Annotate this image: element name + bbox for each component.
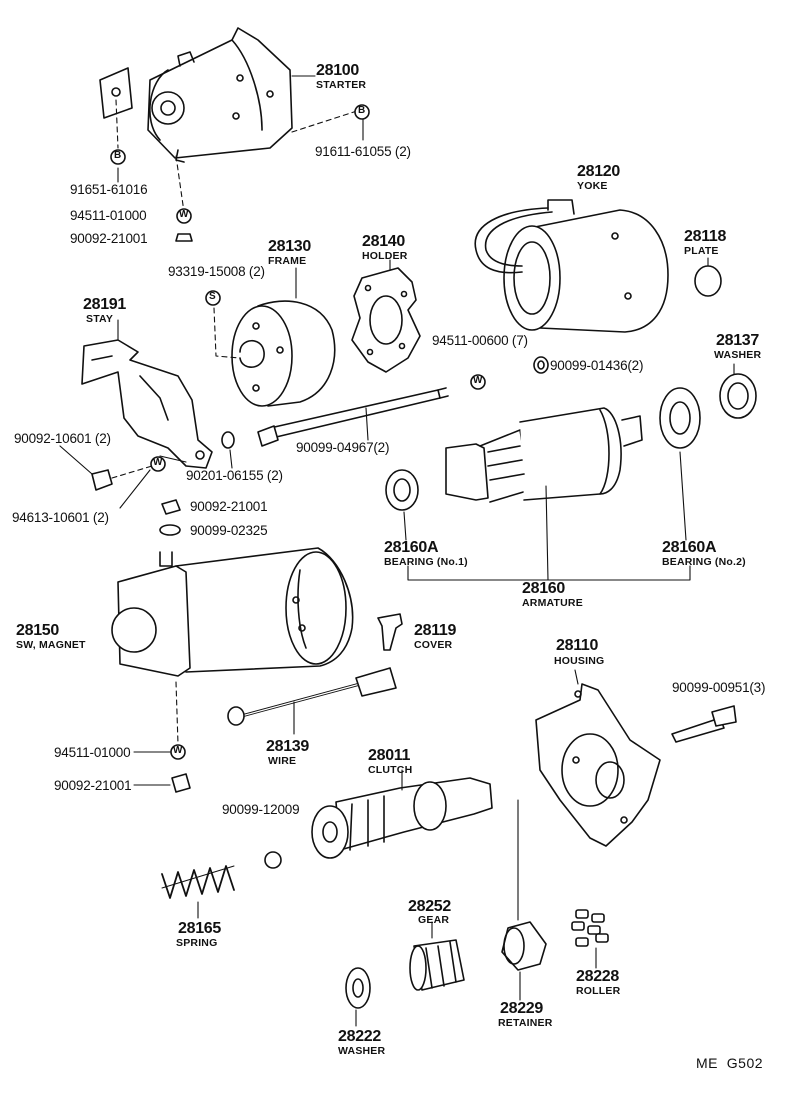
stay-fasteners [59,445,187,509]
roller-name: ROLLER [576,985,621,997]
leader-lines-top [115,99,361,213]
screw-s-code: 93319-15008 (2) [168,264,265,279]
b-markers [110,104,370,165]
diagram-code: ME G502 [696,1055,764,1071]
roller-parts [571,909,609,969]
w-marker-top: W [179,209,189,220]
retainer-part [501,799,547,1001]
w-marker-mid: W [473,375,483,386]
washer-icon [221,431,235,449]
plate-part [694,265,722,297]
through-bolt-part [257,387,449,447]
sw-magnet-name: SW, MAGNET [16,639,86,651]
housing-number: 28110 [556,637,599,654]
bearing-1-icon [385,469,419,511]
cover-name: COVER [414,639,453,651]
b-bolt-right-code: 91611-61055 (2) [315,144,411,159]
armature-number: 28160 [522,580,565,597]
nut-1-code: 90092-21001 [70,231,148,246]
bearing-2-name: BEARING (No.2) [662,556,746,568]
o-ring-icon [533,356,549,374]
housing-bolt-icon [671,717,725,743]
yoke-number: 28120 [577,163,620,180]
s-marker: S [209,291,216,302]
housing-name: HOUSING [554,655,605,667]
spring-name: SPRING [176,937,218,949]
sw-magnet-number: 28150 [16,622,59,639]
yoke-part [474,199,669,333]
frame-name: FRAME [268,255,307,267]
b-marker-right: B [358,105,366,116]
clutch-name: CLUTCH [368,764,413,776]
housing-bolt-code: 90099-00951(3) [672,680,766,695]
cover-number: 28119 [414,622,457,639]
retainer-name: RETAINER [498,1017,553,1029]
ball-code: 90099-12009 [222,802,300,817]
gear-name: GEAR [418,914,450,926]
armature-part [445,407,643,503]
o-ring-code: 90099-01436(2) [550,358,644,373]
armature-name: ARMATURE [522,597,583,609]
b-marker-left: B [114,150,122,161]
stay-number: 28191 [83,296,126,313]
washer-02325-code: 90099-02325 [190,523,268,538]
bearing-1-number: 28160A [384,539,439,556]
holder-number: 28140 [362,233,405,250]
holder-name: HOLDER [362,250,408,262]
washer-06155-code: 90201-06155 (2) [186,468,283,483]
w-marker-stay: W [153,457,163,468]
stay-name: STAY [86,313,114,325]
ball-icon [264,851,282,869]
bearing-2-number: 28160A [662,539,717,556]
clutch-part [311,769,493,859]
washer-28222-number: 28222 [338,1028,381,1045]
roller-number: 28228 [576,968,619,985]
nut-3-code: 90092-21001 [54,778,132,793]
washer-28137-name: WASHER [714,349,762,361]
frame-number: 28130 [268,238,311,255]
washer-w2-code: 94511-01000 [54,745,131,760]
nut-stay-code: 90092-10601 (2) [14,431,111,446]
wire-number: 28139 [266,738,309,755]
washer-w10601-code: 94613-10601 (2) [12,510,109,525]
cover-part [377,613,403,651]
washer-28137-number: 28137 [716,332,759,349]
yoke-name: YOKE [577,180,608,192]
washer-28137-icon [719,373,757,419]
nut-2-code: 90092-21001 [190,499,268,514]
starter-assembly [99,27,293,163]
washer-w7-code: 94511-00600 (7) [432,333,528,348]
w-marker-bottom: W [173,745,183,756]
s-marker [205,290,221,306]
washer-28222-name: WASHER [338,1045,386,1057]
housing-part [535,669,661,847]
w-marker [176,208,192,224]
plate-name: PLATE [684,245,719,257]
stay-part [81,319,213,469]
gear-part [409,921,465,991]
clutch-number: 28011 [368,747,411,764]
spring-number: 28165 [178,920,221,937]
starter-number: 28100 [316,62,359,79]
bearing-2-icon [659,387,701,449]
bearing-1-name: BEARING (No.1) [384,556,468,568]
magnet-switch-part [111,547,354,677]
spring-part [161,865,235,919]
retainer-number: 28229 [500,1000,543,1017]
wire-name: WIRE [268,755,297,767]
wire-part [227,667,397,735]
frame-part [231,267,336,407]
holder-part [351,259,421,373]
through-bolt-code: 90099-04967(2) [296,440,390,455]
washer-w1-code: 94511-01000 [70,208,147,223]
starter-name: STARTER [316,79,367,91]
gear-number: 28252 [408,898,451,915]
b-bolt-left-code: 91651-61016 [70,182,148,197]
plate-number: 28118 [684,228,727,245]
washer-28222-icon [345,967,371,1009]
nut-icon [175,233,193,242]
